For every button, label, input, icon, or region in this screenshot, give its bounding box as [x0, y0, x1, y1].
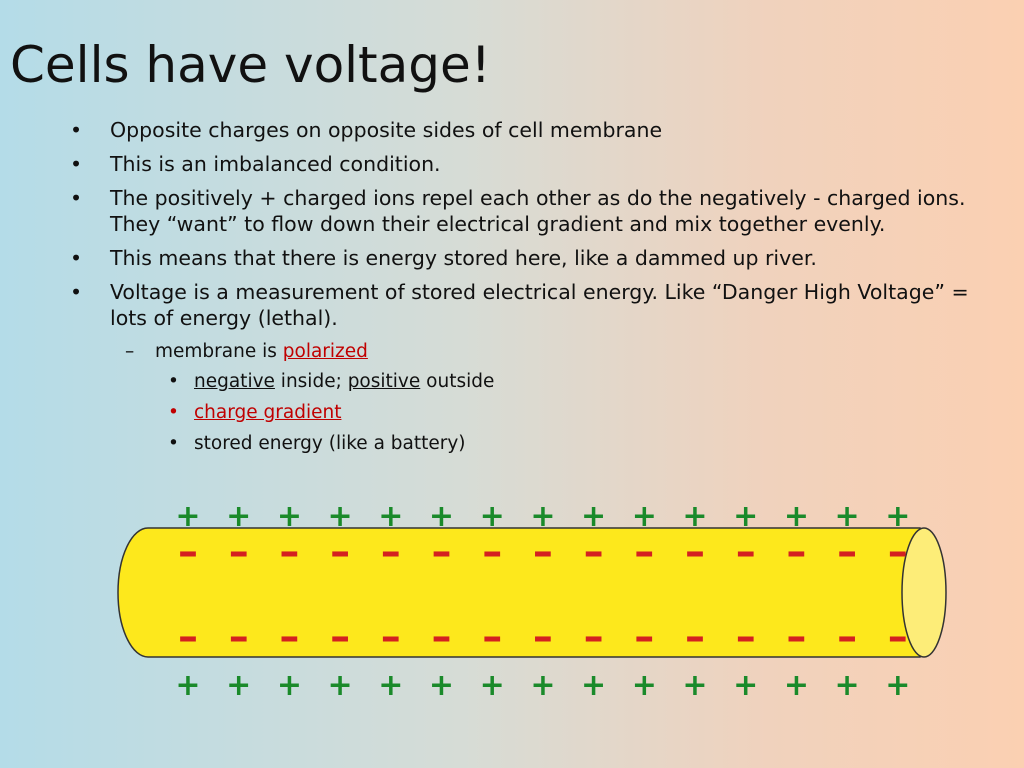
plus-sign: + — [530, 499, 555, 534]
outside-text: outside — [420, 371, 495, 392]
charge-signs: +++++++++++++++–––––––––––––––––––––––––… — [175, 499, 910, 703]
plus-sign: + — [835, 499, 860, 534]
minus-sign: – — [381, 529, 401, 575]
minus-sign: – — [584, 614, 604, 660]
slide-title: Cells have voltage! — [10, 36, 491, 94]
bullet-list: Opposite charges on opposite sides of ce… — [70, 117, 980, 462]
sub-sub-bullet: negative inside; positive outside — [168, 369, 980, 395]
plus-sign: + — [784, 499, 809, 534]
sub-bullet-prefix: membrane is — [155, 341, 283, 362]
negative-label: negative — [194, 371, 275, 392]
minus-sign: – — [229, 614, 249, 660]
plus-sign: + — [885, 668, 910, 703]
dash-marker: – — [125, 341, 135, 362]
cylinder-end-cap — [901, 527, 947, 658]
sub-bullet-polarized: – membrane is polarized — [125, 339, 980, 365]
minus-sign: – — [432, 529, 452, 575]
plus-sign: + — [632, 668, 657, 703]
minus-sign: – — [533, 614, 553, 660]
charge-gradient-link[interactable]: charge gradient — [194, 402, 342, 423]
minus-sign: – — [482, 529, 502, 575]
battery-text: stored energy (like a battery) — [194, 433, 466, 454]
plus-sign: + — [632, 499, 657, 534]
plus-sign: + — [277, 668, 302, 703]
minus-sign: – — [330, 529, 350, 575]
plus-sign: + — [328, 668, 353, 703]
minus-sign: – — [279, 614, 299, 660]
minus-sign: – — [178, 529, 198, 575]
minus-sign: – — [786, 529, 806, 575]
sub-sub-bullet: charge gradient — [168, 400, 980, 426]
plus-sign: + — [378, 499, 403, 534]
minus-sign: – — [482, 614, 502, 660]
sub-sub-bullet: stored energy (like a battery) — [168, 431, 980, 457]
plus-sign: + — [226, 668, 251, 703]
minus-sign: – — [279, 529, 299, 575]
bullet-item: The positively + charged ions repel each… — [70, 185, 980, 237]
minus-sign: – — [330, 614, 350, 660]
minus-sign: – — [432, 614, 452, 660]
plus-sign: + — [277, 499, 302, 534]
minus-sign: – — [533, 529, 553, 575]
plus-sign: + — [733, 499, 758, 534]
minus-sign: – — [888, 529, 908, 575]
axon-cylinder — [117, 527, 947, 658]
positive-label: positive — [347, 371, 421, 392]
plus-sign: + — [480, 668, 505, 703]
plus-sign: + — [885, 499, 910, 534]
plus-sign: + — [581, 499, 606, 534]
plus-sign: + — [328, 499, 353, 534]
minus-sign: – — [229, 529, 249, 575]
plus-sign: + — [784, 668, 809, 703]
polarized-link[interactable]: polarized — [282, 341, 368, 362]
plus-sign: + — [733, 668, 758, 703]
plus-sign: + — [226, 499, 251, 534]
bullet-item: Voltage is a measurement of stored elect… — [70, 279, 980, 331]
bullet-item: This means that there is energy stored h… — [70, 245, 980, 271]
plus-sign: + — [429, 668, 454, 703]
plus-sign: + — [429, 499, 454, 534]
plus-sign: + — [480, 499, 505, 534]
plus-sign: + — [682, 668, 707, 703]
bullet-item: This is an imbalanced condition. — [70, 151, 980, 177]
plus-sign: + — [682, 499, 707, 534]
minus-sign: – — [634, 614, 654, 660]
plus-sign: + — [175, 499, 200, 534]
minus-sign: – — [685, 614, 705, 660]
bullet-item: Opposite charges on opposite sides of ce… — [70, 117, 980, 143]
plus-sign: + — [175, 668, 200, 703]
minus-sign: – — [584, 529, 604, 575]
minus-sign: – — [837, 529, 857, 575]
inside-text: inside; — [274, 371, 348, 392]
minus-sign: – — [837, 614, 857, 660]
minus-sign: – — [736, 529, 756, 575]
plus-sign: + — [835, 668, 860, 703]
cylinder-body — [117, 527, 921, 658]
minus-sign: – — [786, 614, 806, 660]
plus-sign: + — [378, 668, 403, 703]
minus-sign: – — [381, 614, 401, 660]
plus-sign: + — [581, 668, 606, 703]
minus-sign: – — [634, 529, 654, 575]
minus-sign: – — [685, 529, 705, 575]
minus-sign: – — [736, 614, 756, 660]
minus-sign: – — [888, 614, 908, 660]
plus-sign: + — [530, 668, 555, 703]
minus-sign: – — [178, 614, 198, 660]
